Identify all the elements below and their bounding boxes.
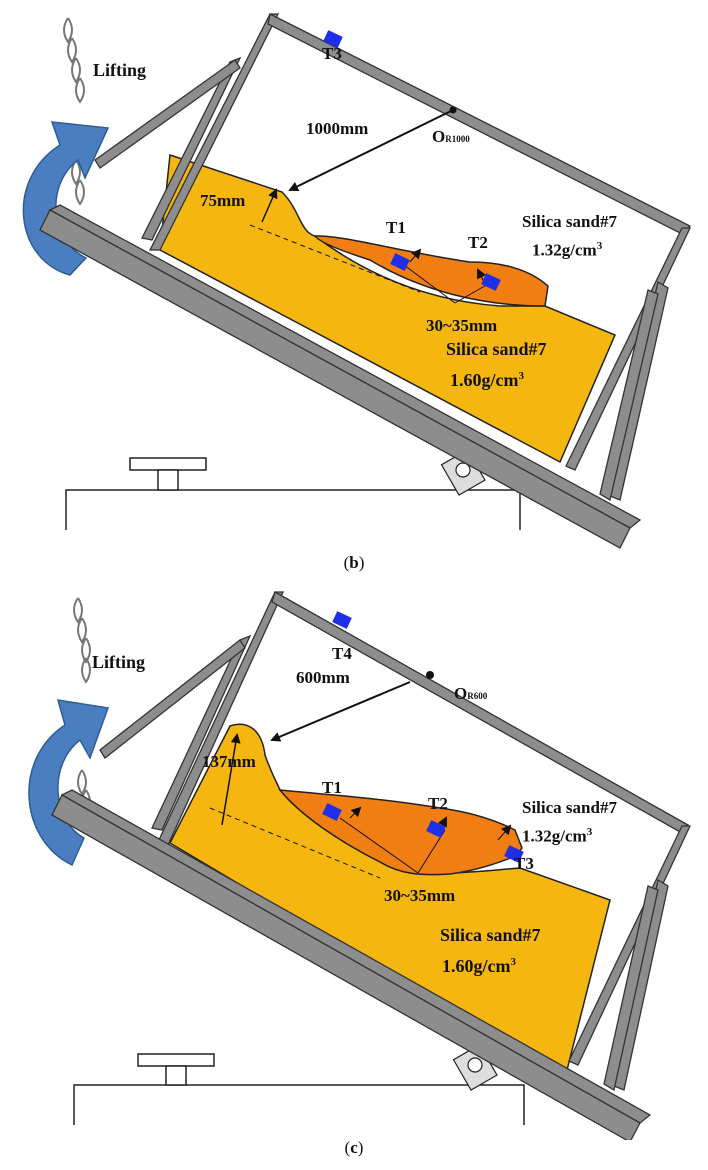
table-post (165, 1065, 187, 1086)
lower-sand-layer (159, 153, 616, 464)
table-knob (129, 457, 207, 471)
thickness-label-b: 30~35mm (426, 316, 498, 335)
lower-material-c: Silica sand#7 (440, 925, 541, 945)
lifting-chain (63, 17, 85, 206)
sensor-t4-label-c: T4 (332, 644, 352, 663)
lifting-label-b: Lifting (93, 60, 147, 80)
box-frame (51, 591, 692, 1140)
thickness-label-c: 30~35mm (384, 886, 456, 905)
panel-b: Lifting T3 1000mm OR1000 75mm T1 T2 Sili… (0, 0, 708, 560)
upper-density-c: 1.32g/cm3 (522, 826, 593, 846)
table-knob (137, 1053, 215, 1067)
sensor-t1-b (390, 253, 410, 271)
radius-label-b: 1000mm (306, 119, 369, 138)
center-label-c: OR600 (454, 684, 488, 703)
upper-sand-layer (313, 235, 549, 307)
sensor-t3-label-b: T3 (322, 44, 342, 63)
table-post (157, 469, 179, 491)
sensor-t2-label-c: T2 (428, 794, 448, 813)
sensor-t2-c (426, 820, 446, 838)
sensor-t3-c (504, 845, 524, 863)
panel-c: Lifting T4 600mm OR600 137mm T1 T2 Silic… (0, 580, 708, 1140)
sensor-t2-b (481, 273, 501, 291)
lower-density-b: 1.60g/cm3 (450, 370, 524, 390)
height-label-c: 137mm (202, 752, 256, 771)
thickness-lines-b (399, 248, 491, 304)
tilting-box-diagram-c (28, 591, 692, 1140)
radius-arrow-b (288, 109, 454, 191)
hinge (440, 448, 486, 496)
sensor-t1-c (322, 803, 342, 821)
tilting-box-diagram-b (22, 13, 692, 549)
center-label-b: OR1000 (432, 127, 470, 146)
sensor-t1-label-b: T1 (386, 218, 406, 237)
radius-label-c: 600mm (296, 668, 350, 687)
sensor-t2-label-b: T2 (468, 233, 488, 252)
caption-c: (c) (344, 1138, 364, 1157)
lower-density-c: 1.60g/cm3 (442, 956, 516, 976)
caption-b: (b) (343, 553, 365, 572)
upper-material-b: Silica sand#7 (522, 212, 617, 231)
table (65, 489, 521, 530)
sensor-t3-label-c: T3 (514, 854, 534, 873)
box-frame (39, 13, 692, 549)
sensor-t3-b (323, 30, 343, 48)
table (73, 1084, 525, 1125)
sensor-t1-label-c: T1 (322, 778, 342, 797)
center-point-c (426, 671, 434, 679)
sensor-t4-c (332, 611, 352, 629)
lower-material-b: Silica sand#7 (446, 339, 547, 359)
height-label-b: 75mm (200, 191, 246, 210)
lifting-label-c: Lifting (92, 652, 146, 672)
upper-density-b: 1.32g/cm3 (532, 240, 603, 260)
upper-material-c: Silica sand#7 (522, 798, 617, 817)
radius-arrow-c (270, 681, 411, 742)
